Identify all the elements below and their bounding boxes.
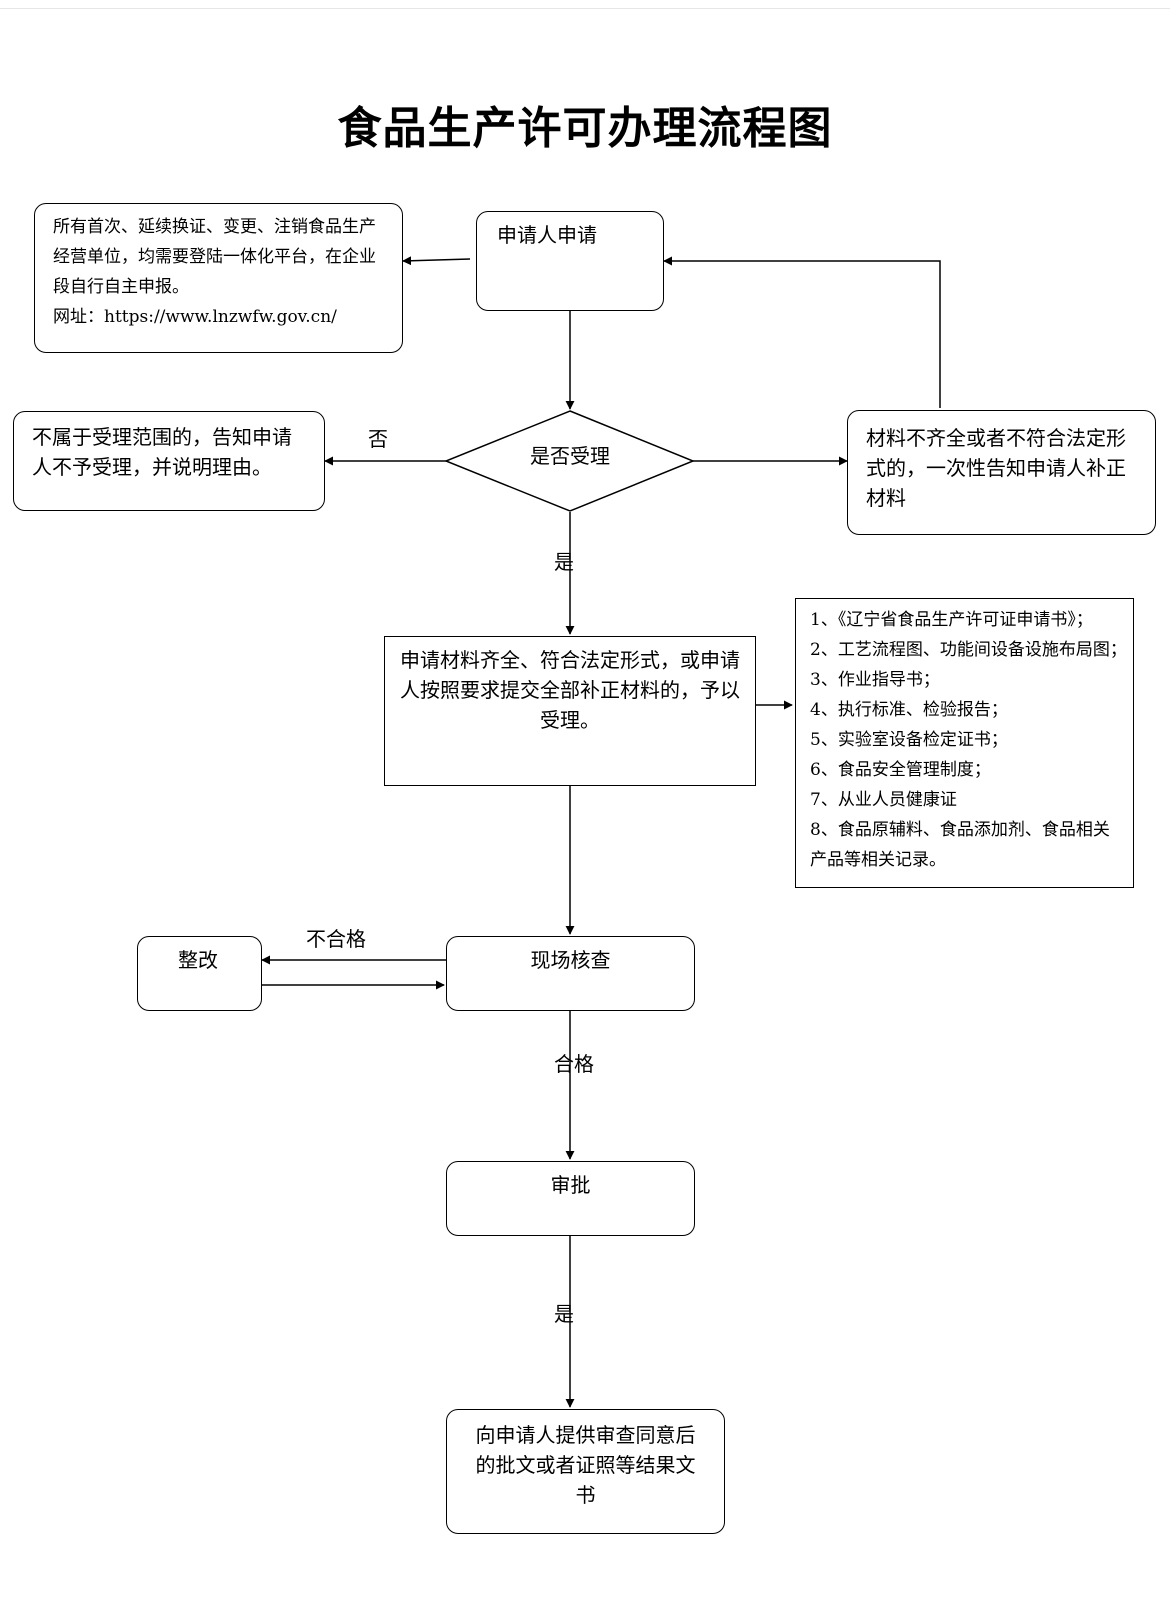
reject-line: 人不予受理，并说明理由。 xyxy=(32,455,272,479)
material-text: 实验室设备检定证书； xyxy=(837,730,1008,750)
result-line: 向申请人提供审查同意后 xyxy=(475,1423,696,1447)
info-line: 所有首次、延续换证、变更、注销食品生产 xyxy=(53,217,376,237)
apply-label: 申请人申请 xyxy=(497,223,597,247)
edge-label-fail: 不合格 xyxy=(306,927,366,951)
approve-node: 审批 xyxy=(446,1161,695,1236)
material-separator: 、 xyxy=(820,730,838,750)
edge-label-yes: 是 xyxy=(554,1302,574,1326)
edge-label-pass: 合格 xyxy=(554,1052,594,1076)
material-separator: 、 xyxy=(820,610,838,630)
approve-label: 审批 xyxy=(550,1173,591,1197)
inspect-label: 现场核查 xyxy=(530,948,611,972)
info-note-box: 所有首次、延续换证、变更、注销食品生产 经营单位，均需要登陆一体化平台，在企业 … xyxy=(34,203,403,353)
arrow-apply-to-info xyxy=(402,256,471,266)
supplement-line: 式的，一次性告知申请人补正 xyxy=(866,456,1126,480)
apply-node: 申请人申请 xyxy=(476,211,664,311)
supplement-node: 材料不齐全或者不符合法定形 式的，一次性告知申请人补正 材料 xyxy=(847,410,1156,535)
material-item: 1、《辽宁省食品生产许可证申请书》； xyxy=(810,605,1133,635)
material-number: 3 xyxy=(810,670,821,690)
material-number: 1 xyxy=(810,610,821,630)
rectify-label: 整改 xyxy=(178,948,218,972)
rectify-node: 整改 xyxy=(137,936,262,1011)
material-text: 产品等相关记录。 xyxy=(810,850,946,870)
materials-list-box: 1、《辽宁省食品生产许可证申请书》；2、工艺流程图、功能间设备设施布局图；3、作… xyxy=(795,598,1134,888)
material-text: 从业人员健康证 xyxy=(837,790,957,810)
material-separator: 、 xyxy=(820,670,838,690)
edge-label-no: 否 xyxy=(368,427,388,451)
result-line: 书 xyxy=(575,1483,596,1507)
page-title: 食品生产许可办理流程图 xyxy=(337,103,833,154)
material-text: 工艺流程图、功能间设备设施布局图； xyxy=(837,640,1127,660)
url-link: https://www.lnzwfw.gov.cn/ xyxy=(104,307,337,327)
inspect-node: 现场核查 xyxy=(446,936,695,1011)
material-separator: 、 xyxy=(820,640,838,660)
top-divider xyxy=(0,8,1170,9)
material-number: 4 xyxy=(810,700,821,720)
reject-line: 不属于受理范围的，告知申请 xyxy=(32,425,292,449)
material-item: 7、从业人员健康证 xyxy=(810,785,1133,815)
supplement-line: 材料不齐全或者不符合法定形 xyxy=(866,426,1126,450)
material-item: 6、食品安全管理制度； xyxy=(810,755,1133,785)
result-line: 的批文或者证照等结果文 xyxy=(475,1453,696,1477)
reject-node: 不属于受理范围的，告知申请 人不予受理，并说明理由。 xyxy=(13,411,325,511)
material-text: 食品安全管理制度； xyxy=(837,760,991,780)
material-separator: 、 xyxy=(820,820,838,840)
materials-list: 1、《辽宁省食品生产许可证申请书》；2、工艺流程图、功能间设备设施布局图；3、作… xyxy=(810,605,1133,875)
accept-line: 受理。 xyxy=(540,708,600,732)
material-separator: 、 xyxy=(820,760,838,780)
material-separator: 、 xyxy=(820,790,838,810)
material-item: 4、执行标准、检验报告； xyxy=(810,695,1133,725)
edge-label-yes: 是 xyxy=(554,550,574,574)
material-item: 产品等相关记录。 xyxy=(810,845,1133,875)
material-item: 5、实验室设备检定证书； xyxy=(810,725,1133,755)
info-line: 段自行自主申报。 xyxy=(53,277,189,297)
result-node: 向申请人提供审查同意后 的批文或者证照等结果文 书 xyxy=(446,1409,725,1534)
material-text: 作业指导书； xyxy=(837,670,940,690)
material-number: 6 xyxy=(810,760,821,780)
supplement-line: 材料 xyxy=(866,486,906,510)
material-number: 8 xyxy=(810,820,821,840)
material-separator: 、 xyxy=(820,700,838,720)
arrow-supplement-to-apply xyxy=(663,256,941,408)
accept-line: 申请材料齐全、符合法定形式，或申请 xyxy=(400,648,740,672)
url-label: 网址： xyxy=(53,307,104,327)
accept-line: 人按照要求提交全部补正材料的，予以 xyxy=(400,678,740,702)
material-number: 2 xyxy=(810,640,821,660)
material-number: 7 xyxy=(810,790,821,810)
decision-label: 是否受理 xyxy=(530,444,610,468)
material-item: 3、作业指导书； xyxy=(810,665,1133,695)
material-item: 8、食品原辅料、食品添加剂、食品相关 xyxy=(810,815,1133,845)
material-item: 2、工艺流程图、功能间设备设施布局图； xyxy=(810,635,1133,665)
info-url-line: 网址：https://www.lnzwfw.gov.cn/ xyxy=(53,302,392,332)
material-text: 执行标准、检验报告； xyxy=(837,700,1008,720)
material-text: 《辽宁省食品生产许可证申请书》； xyxy=(837,610,1093,630)
decision-diamond xyxy=(443,410,695,512)
material-text: 食品原辅料、食品添加剂、食品相关 xyxy=(837,820,1110,840)
material-number: 5 xyxy=(810,730,821,750)
accept-node: 申请材料齐全、符合法定形式，或申请 人按照要求提交全部补正材料的，予以 受理。 xyxy=(384,636,756,786)
info-line: 经营单位，均需要登陆一体化平台，在企业 xyxy=(53,247,376,267)
